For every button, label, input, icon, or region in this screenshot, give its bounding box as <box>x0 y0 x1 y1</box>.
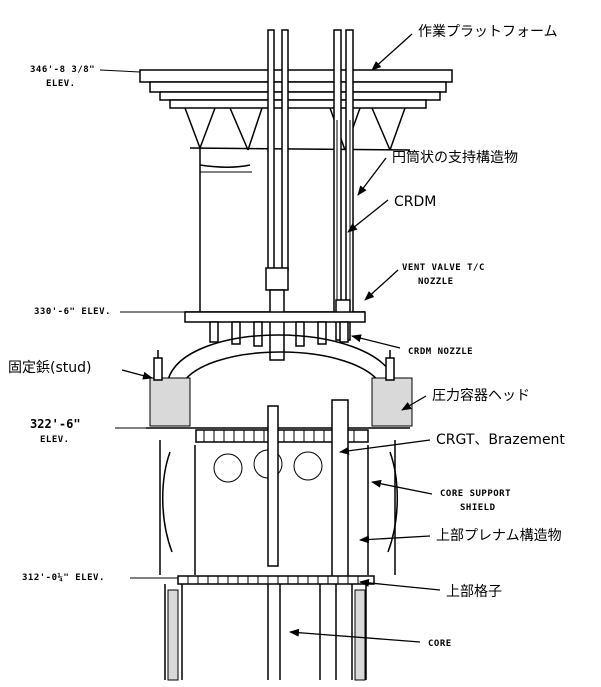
label-crdm-nozzle: CRDM NOZZLE <box>408 347 473 357</box>
label-cylindrical-support: 円筒状の支持構造物 <box>392 149 518 166</box>
work-platform-structure <box>139 69 453 151</box>
crdm-nozzle-row <box>184 311 366 347</box>
elev-330: 330'-6" ELEV. <box>34 307 111 317</box>
label-upper-grid: 上部格子 <box>446 584 502 600</box>
upper-grid <box>177 575 375 585</box>
elev-322-line2: ELEV. <box>40 435 70 445</box>
elev-346-line2: ELEV. <box>46 79 76 89</box>
label-pressure-vessel-head: 圧力容器ヘッド <box>432 387 530 404</box>
core-region <box>164 584 367 681</box>
label-vent-valve-2: NOZZLE <box>418 277 454 287</box>
upper-plenum-structure <box>159 399 399 581</box>
elev-312: 312'-0¼" ELEV. <box>22 573 105 583</box>
label-core-support-1: CORE SUPPORT <box>440 489 511 499</box>
pressure-vessel-head <box>146 334 413 429</box>
label-core-support-2: SHIELD <box>460 503 496 513</box>
label-work-platform: 作業プラットフォーム <box>418 24 558 40</box>
label-crgt-brazement: CRGT、Brazement <box>436 432 565 448</box>
label-stud: 固定鋲(stud) <box>8 360 91 376</box>
label-crdm: CRDM <box>394 194 436 210</box>
elev-322-line1: 322'-6" <box>30 417 81 431</box>
elev-346-line1: 346'-8 3/8" <box>30 65 95 75</box>
label-core: CORE <box>428 639 452 649</box>
leader-lines <box>99 33 441 643</box>
label-vent-valve-1: VENT VALVE T/C <box>402 263 485 273</box>
label-upper-plenum: 上部プレナム構造物 <box>436 528 562 544</box>
